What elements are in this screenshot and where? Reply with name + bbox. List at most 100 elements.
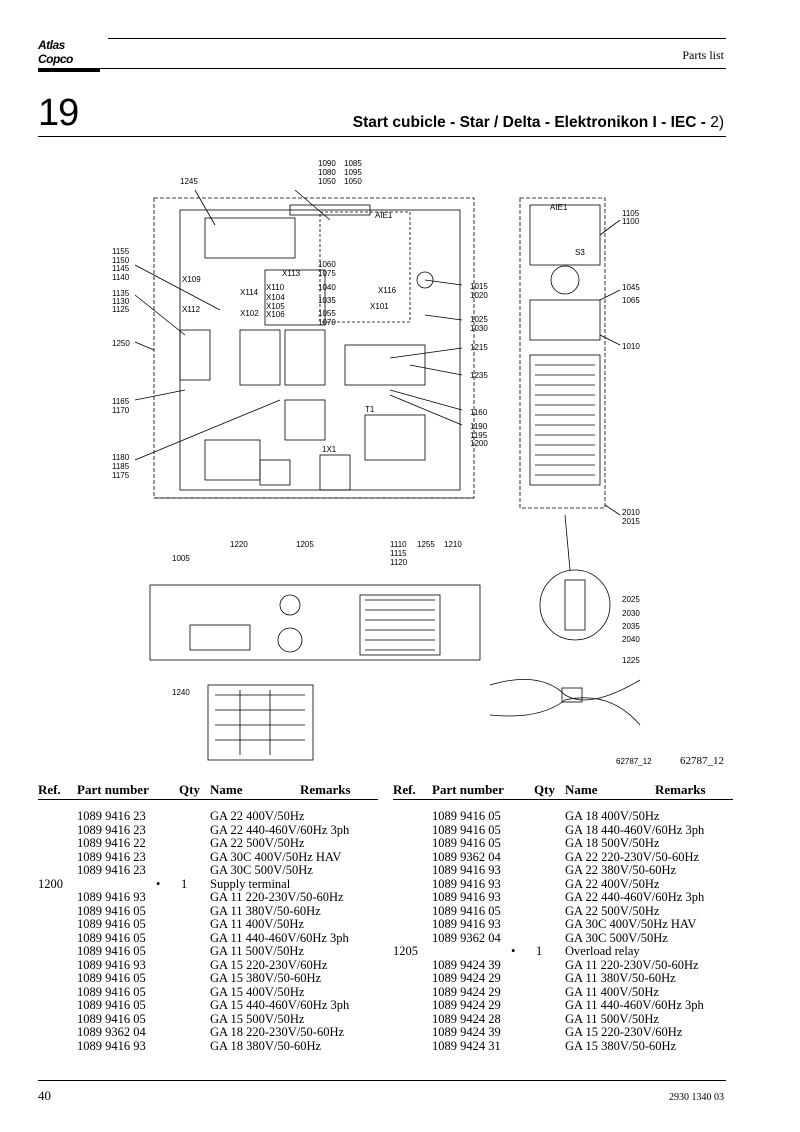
callout-1250: 1250	[112, 339, 130, 348]
row-ref: 1205	[393, 944, 418, 958]
label-x110: X110	[266, 283, 285, 292]
callout-1225: 1225	[622, 656, 640, 665]
row-name: Supply terminal	[210, 876, 291, 891]
callout-1140: 1140	[112, 273, 130, 282]
section-label: Parts list	[682, 48, 724, 62]
row-name: GA 15 500V/50Hz	[210, 1011, 305, 1026]
label-s3: S3	[575, 248, 585, 257]
callout-1090: 1090	[318, 159, 336, 168]
header-remarks: Remarks	[655, 782, 706, 797]
cabinet-side-outline	[519, 197, 606, 509]
row-part-number: 1089 9424 39	[432, 1025, 501, 1039]
row-name: GA 22 220-230V/50-60Hz	[565, 849, 700, 864]
callout-1150: 1150	[112, 256, 130, 265]
callout-1165: 1165	[112, 397, 130, 406]
row-name: GA 18 400V/50Hz	[565, 809, 660, 823]
callout-2035: 2035	[622, 622, 640, 631]
callout-1005: 1005	[172, 554, 190, 563]
callout-1220: 1220	[230, 540, 248, 549]
callout-1020: 1020	[470, 291, 488, 300]
callout-1030: 1030	[470, 324, 488, 333]
transformer-t1	[364, 414, 426, 461]
label-x106: X106	[266, 310, 285, 319]
row-part-number: 1089 9416 93	[432, 917, 501, 931]
callout-1175: 1175	[112, 471, 130, 480]
callout-1050a: 1050	[318, 177, 336, 186]
header-qty: Qty	[179, 782, 200, 797]
row-part-number: 1089 9416 23	[77, 849, 146, 864]
row-name: GA 11 500V/50Hz	[565, 1011, 659, 1026]
header-rule-top	[108, 38, 726, 39]
row-name: GA 11 400V/50Hz	[565, 984, 659, 999]
table-row: 1089 9416 05 GA 22 500V/50Hz	[393, 903, 733, 919]
callout-1145: 1145	[112, 264, 130, 273]
row-name: GA 22 440-460V/60Hz 3ph	[210, 822, 350, 837]
header-rule-bottom	[38, 68, 726, 69]
row-part-number: 1089 9424 31	[432, 1038, 501, 1053]
label-1x1: 1X1	[322, 445, 337, 454]
callout-1110: 1110	[390, 540, 407, 549]
callout-1100: 1100	[622, 217, 640, 226]
callout-2010: 2010	[622, 508, 640, 517]
row-part-number: 1089 9416 23	[77, 809, 146, 823]
callout-1045: 1045	[622, 283, 640, 292]
callout-1210: 1210	[444, 540, 462, 549]
chapter-number: 19	[38, 92, 79, 134]
callout-1200: 1200	[470, 439, 488, 448]
row-part-number: 1089 9416 05	[432, 903, 501, 918]
row-part-number: 1089 9416 05	[432, 822, 501, 837]
row-part-number: 1089 9424 29	[432, 971, 501, 985]
label-x104: X104	[266, 293, 285, 302]
row-part-number: 1089 9416 05	[77, 971, 146, 985]
callout-1025: 1025	[470, 315, 488, 324]
row-part-number: 1089 9416 93	[77, 957, 146, 972]
callout-1245: 1245	[180, 177, 198, 186]
row-name: GA 11 500V/50Hz	[210, 944, 304, 958]
callout-1035: 1035	[318, 296, 336, 305]
parts-table-right: Ref. Part number Qty Name Remarks 1089 9…	[393, 782, 733, 1053]
bottom-connector	[189, 624, 251, 651]
row-name: GA 30C 500V/50Hz	[210, 863, 313, 877]
callout-1235: 1235	[470, 371, 488, 380]
header-name: Name	[565, 782, 598, 797]
callout-1060: 1060	[318, 260, 336, 269]
callout-1160: 1160	[470, 408, 488, 417]
callout-1155: 1155	[112, 247, 130, 256]
label-x102: X102	[240, 309, 259, 318]
row-part-number: 1089 9424 28	[432, 1011, 501, 1026]
row-part-number: 1089 9416 93	[77, 890, 146, 904]
contactor-3	[284, 399, 326, 441]
bottom-entry-1	[279, 594, 301, 616]
document-number: 2930 1340 03	[669, 1092, 724, 1103]
label-x101: X101	[370, 302, 389, 311]
callout-1185: 1185	[112, 462, 130, 471]
callout-2040: 2040	[622, 635, 640, 644]
cabinet-bottom-view	[149, 584, 481, 661]
title-suffix: 2)	[710, 114, 724, 131]
callout-1010: 1010	[622, 342, 640, 351]
gland-detail-circle	[539, 569, 611, 641]
row-part-number: 1089 9362 04	[432, 849, 501, 864]
harness-connector	[561, 687, 583, 703]
row-name: GA 30C 400V/50Hz HAV	[565, 917, 697, 931]
fuse-holder	[179, 329, 211, 381]
row-part-number: 1089 9416 05	[77, 917, 146, 931]
data-plate	[204, 439, 261, 481]
row-name: GA 15 440-460V/60Hz 3ph	[210, 998, 350, 1012]
row-name: GA 22 500V/50Hz	[565, 903, 660, 918]
header-part-number: Part number	[432, 782, 504, 797]
top-bracket	[289, 204, 371, 216]
